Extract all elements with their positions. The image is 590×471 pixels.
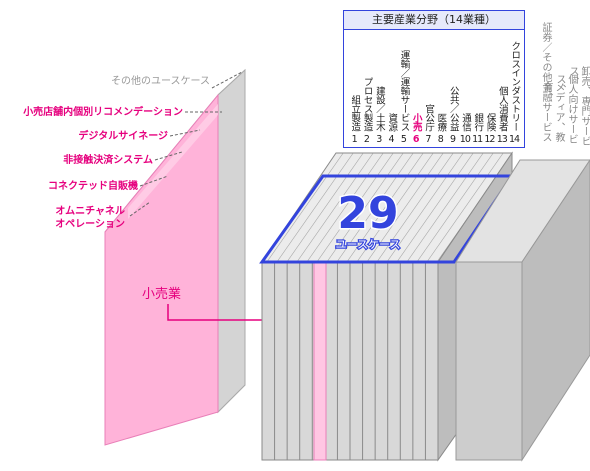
legend-industry-3: 建設／土木 3 xyxy=(373,31,385,145)
legend-industry-label: 資源 xyxy=(386,113,398,131)
usecase-omni-2: オペレーション xyxy=(55,218,125,230)
usecase-omni-1: オムニチャネル xyxy=(55,205,125,217)
legend-industry-label: 通信 xyxy=(459,113,471,131)
usecase-count-badge: 29 ユースケース xyxy=(259,174,515,264)
legend-industry-label: 保険 xyxy=(484,113,496,131)
legend-industry-5: 運輸／運輸サービス 5 xyxy=(397,31,409,145)
legend-industry-11: 銀行 11 xyxy=(471,31,483,145)
other-industries-label: 卸売、専門サービス、 個人向けサービス、 メディア、教育、 証券／その他金融サー… xyxy=(538,22,590,152)
usecase-signage: デジタルサイネージ xyxy=(78,129,168,142)
legend-industry-1: 組立製造 1 xyxy=(348,31,360,145)
legend-industry-number: 13 xyxy=(496,134,508,145)
legend-industry-4: 資源 4 xyxy=(385,31,397,145)
legend-industry-12: 保険 12 xyxy=(483,31,495,145)
other-industries-col2: 個人向けサービス、 xyxy=(554,74,577,144)
legend-industry-number: 7 xyxy=(425,134,431,145)
retail-arrow xyxy=(167,304,305,321)
usecase-leaders xyxy=(129,71,243,217)
legend-industry-number: 14 xyxy=(508,134,520,145)
other-industries-block xyxy=(455,159,590,462)
other-industries-col1: 卸売、専門サービス、 xyxy=(567,66,590,146)
legend-industry-number: 12 xyxy=(484,134,495,145)
legend-industry-label: 銀行 xyxy=(472,113,484,131)
legend-industry-8: 医療 8 xyxy=(434,31,446,145)
retail-slab-front xyxy=(104,93,219,446)
legend-industry-14: クロスインダストリー 14 xyxy=(508,31,520,145)
usecase-labels: その他のユースケース 小売店舗内個別リコメンデーション デジタルサイネージ 非接… xyxy=(22,74,210,230)
legend-industry-10: 通信 10 xyxy=(459,31,471,145)
legend-industry-number: 1 xyxy=(351,134,358,145)
legend-industry-label: 運輸／運輸サービス xyxy=(398,50,410,131)
legend-industry-number: 5 xyxy=(400,134,407,145)
other-industries-col3: メディア、教育、 xyxy=(541,82,564,142)
usecase-payment: 非接触決済システム xyxy=(63,153,153,166)
legend-industry-label: 個人消費者 xyxy=(496,86,508,131)
retail-label: 小売業 xyxy=(142,286,181,302)
legend-industry-label: プロセス製造 xyxy=(361,77,373,131)
usecase-count: 29 xyxy=(337,188,398,239)
retail-slab xyxy=(104,68,246,446)
legend-industry-13: 個人消費者 13 xyxy=(496,31,508,145)
usecase-other: その他のユースケース xyxy=(111,74,210,87)
legend-industry-7: 官公庁 7 xyxy=(422,31,434,145)
legend-industry-number: 8 xyxy=(437,134,444,145)
retail-slice xyxy=(313,261,327,461)
usecase-count-unit: ユースケース xyxy=(336,238,401,251)
retail-slab-side xyxy=(217,68,246,414)
legend-industry-2: プロセス製造 2 xyxy=(360,31,373,145)
legend-industry-number: 2 xyxy=(363,134,370,145)
legend-industry-label: 医療 xyxy=(435,113,447,131)
usecase-recommend: 小売店舗内個別リコメンデーション xyxy=(22,105,183,118)
legend-industry-number: 10 xyxy=(459,134,471,145)
legend-industry-label: 公共／公益 xyxy=(447,86,459,131)
legend-title: 主要産業分野（14業種） xyxy=(344,11,524,30)
legend-industry-9: 公共／公益 9 xyxy=(446,31,459,145)
legend-industry-label: 建設／土木 xyxy=(373,86,385,131)
legend-industry-label: クロスインダストリー xyxy=(509,41,521,131)
legend-industry-label: 小売 xyxy=(410,113,422,131)
legend-industry-label: 官公庁 xyxy=(423,104,435,131)
legend-industry-number: 9 xyxy=(450,134,456,145)
legend-industry-6: 小売 6 xyxy=(410,31,422,145)
legend-industry-number: 11 xyxy=(472,134,483,145)
usecase-vending: コネクテッド自販機 xyxy=(48,179,138,192)
legend-industry-number: 3 xyxy=(376,134,382,145)
legend-industry-number: 6 xyxy=(412,134,420,145)
legend-industry-label: 組立製造 xyxy=(349,95,361,131)
legend-industry-number: 4 xyxy=(388,134,395,145)
other-industries-col4: 証券／その他金融サービス xyxy=(540,22,551,142)
